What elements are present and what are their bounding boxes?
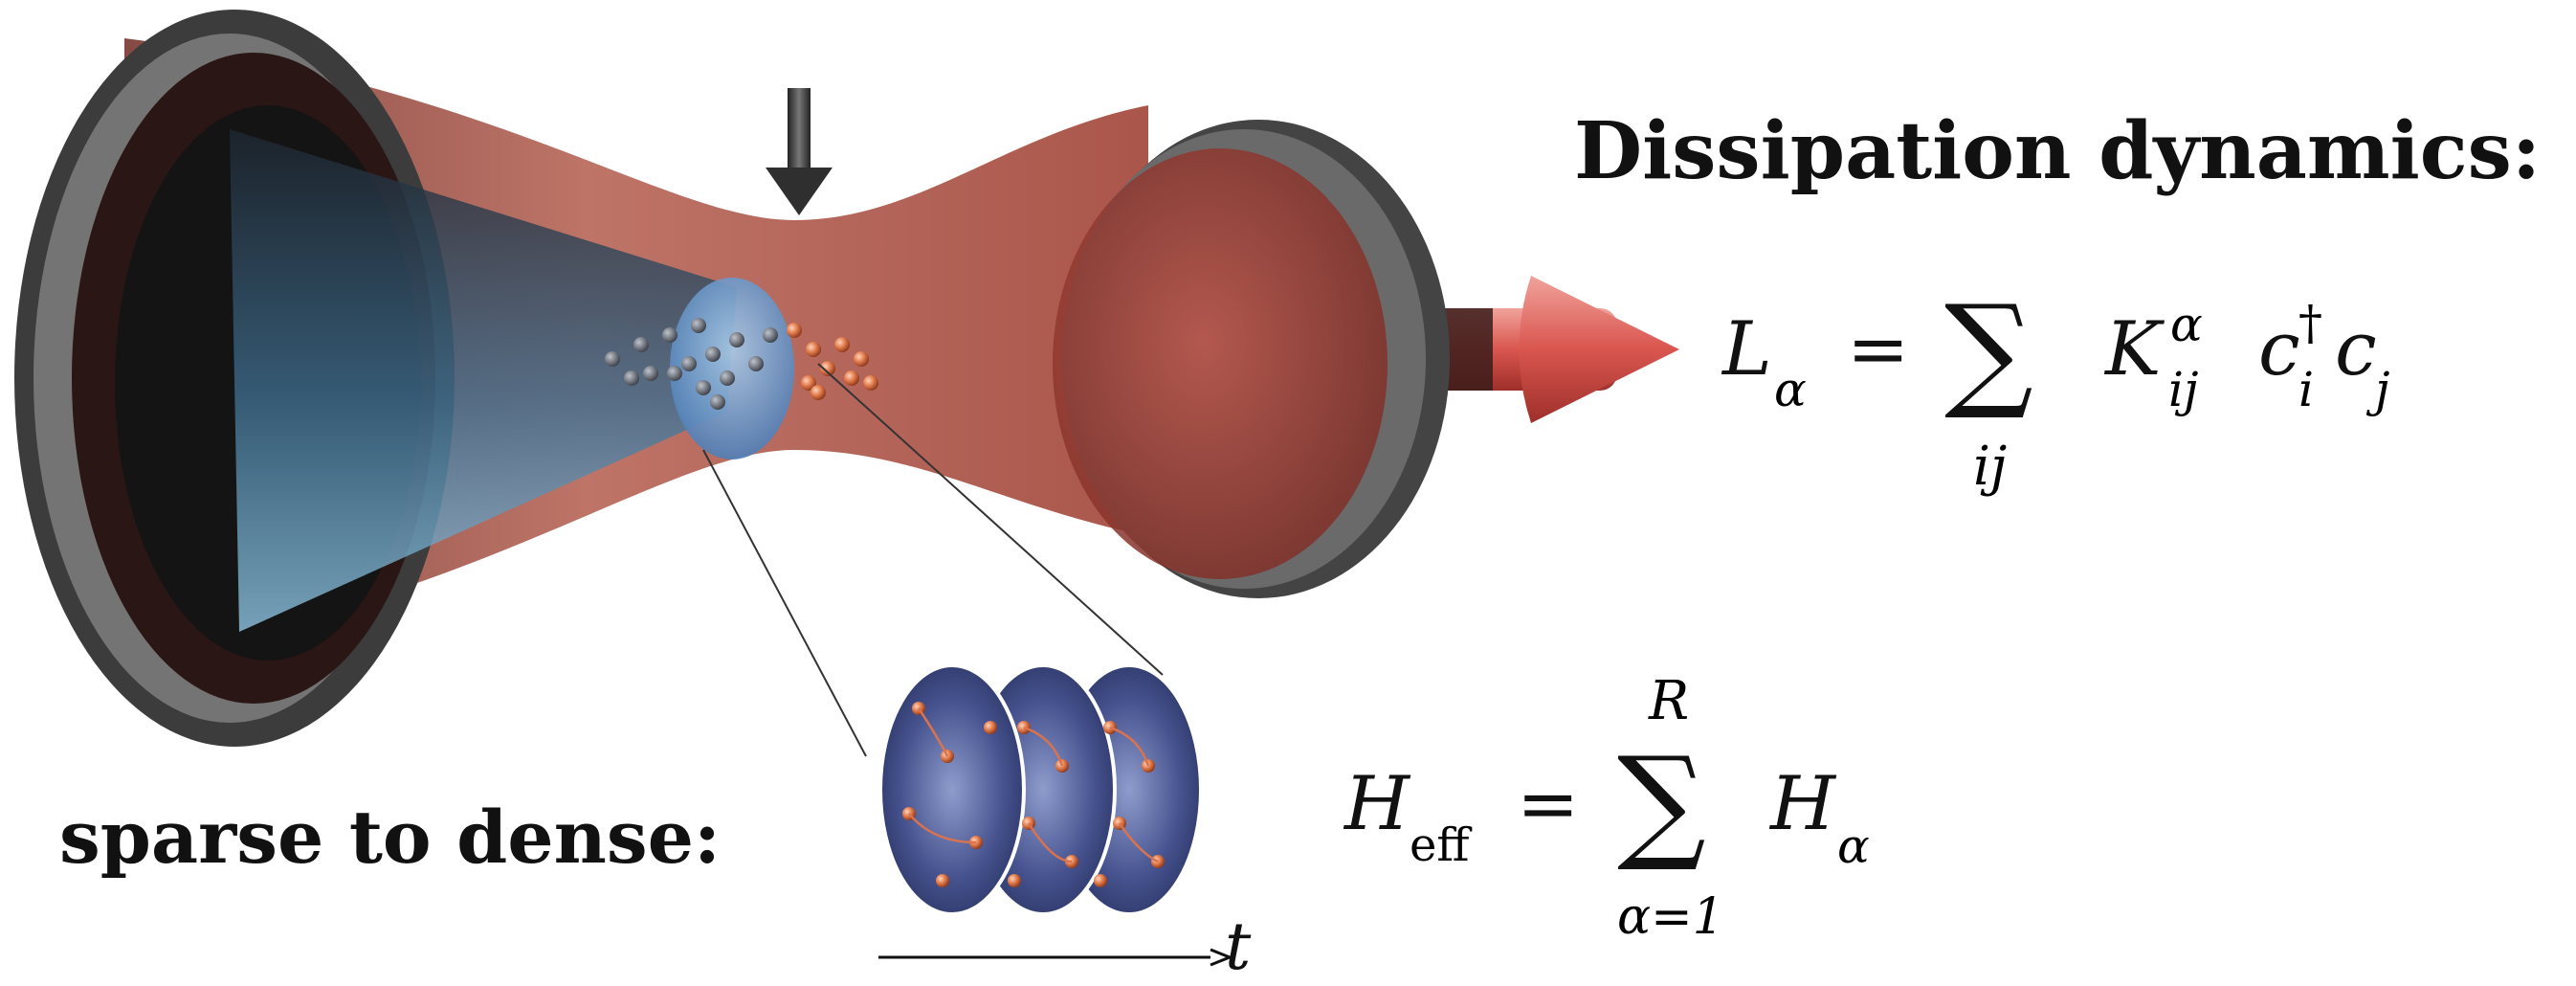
excited-atom — [787, 323, 802, 338]
atom — [705, 347, 721, 362]
eq-l-subscript: α — [1774, 362, 1807, 417]
disc-particle — [984, 721, 997, 734]
excited-atom — [863, 375, 878, 391]
atom — [748, 356, 764, 371]
probe-cone — [230, 129, 737, 632]
excited-atom — [844, 370, 859, 386]
eq-k-symbol: K — [2105, 306, 2162, 392]
atom — [624, 370, 639, 386]
atom-cloud — [605, 278, 878, 459]
disc-3 — [878, 663, 1026, 916]
particle-trajectory — [1118, 822, 1159, 863]
eq-k-subscript: ij — [2168, 362, 2199, 417]
eq-c2-symbol: c — [2335, 306, 2377, 392]
eq-equals-1: = — [1847, 306, 1910, 392]
eq-h-symbol: H — [1344, 761, 1410, 847]
atom — [710, 394, 725, 410]
time-axis — [878, 948, 1234, 967]
excited-atom — [811, 385, 826, 400]
eq-c2-subscript: j — [2375, 362, 2390, 417]
particle-trajectory — [1023, 726, 1064, 767]
eq-h-subscript: eff — [1410, 818, 1470, 872]
eq-sum-2: ∑ — [1617, 729, 1706, 875]
excited-atom — [854, 351, 869, 367]
zoom-line-right — [817, 363, 1164, 676]
dissipation-equation: L α = ∑ ij K α ij c † i c j — [1722, 278, 2450, 527]
dissipation-title: Dissipation dynamics: — [1574, 105, 2542, 197]
eq-h-term-subscript: α — [1837, 818, 1870, 874]
down-arrow-icon — [766, 88, 833, 215]
atom — [662, 327, 677, 343]
time-axis-label: t — [1225, 909, 1252, 985]
eq-c1-symbol: c — [2258, 306, 2300, 392]
excited-atom — [820, 361, 835, 376]
eq-sum-upper: R — [1649, 670, 1690, 732]
atom — [667, 366, 682, 381]
eq-equals-2: = — [1517, 761, 1580, 847]
eq-k-superscript: α — [2170, 297, 2203, 352]
atom — [763, 327, 778, 343]
eq-l-symbol: L — [1722, 306, 1772, 392]
excited-atom — [834, 337, 850, 352]
eq-sum-lower: α=1 — [1617, 888, 1724, 946]
excited-atom — [801, 375, 816, 391]
eq-sum-1: ∑ — [1944, 278, 2033, 423]
time-discs — [878, 663, 1203, 916]
zoom-line-left — [702, 449, 867, 757]
disc-particle — [1094, 874, 1107, 887]
atom — [605, 351, 620, 367]
eq-sum-index: ij — [1973, 436, 2008, 498]
eq-c1-subscript: i — [2298, 362, 2314, 417]
particle-trajectory — [1109, 726, 1150, 767]
atom — [696, 380, 711, 395]
eq-h-term: H — [1770, 761, 1836, 847]
particle-trajectory — [917, 707, 949, 757]
hamiltonian-equation: H eff = R ∑ α=1 H α — [1344, 670, 1957, 976]
particle-trajectory — [908, 813, 977, 844]
disc-particle — [1008, 874, 1021, 887]
sparse-to-dense-label: sparse to dense: — [59, 795, 722, 880]
atom — [643, 366, 658, 381]
particle-trajectory — [1027, 822, 1073, 863]
right-mirror — [1053, 120, 1450, 598]
atom — [633, 337, 649, 352]
atom — [691, 318, 706, 333]
disc-particle — [936, 874, 949, 887]
atom — [681, 356, 697, 371]
excited-atom — [806, 342, 821, 357]
atom — [729, 332, 744, 347]
eq-c1-superscript: † — [2298, 295, 2322, 350]
atom — [720, 370, 735, 386]
